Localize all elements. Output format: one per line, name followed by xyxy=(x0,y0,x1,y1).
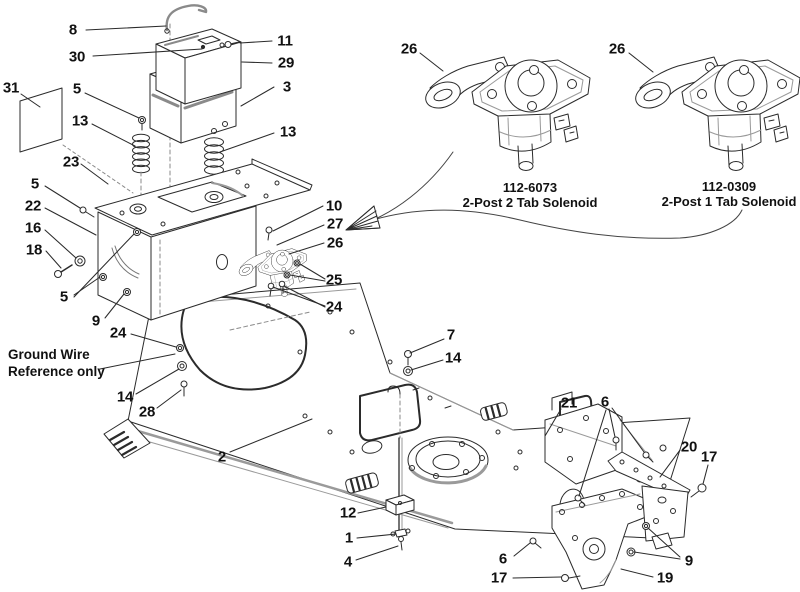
ground-wire-note-line2: Reference only xyxy=(8,364,105,379)
callout-21: 21 xyxy=(560,394,578,412)
callout-16: 16 xyxy=(24,219,42,237)
callout-5: 5 xyxy=(59,288,69,306)
solenoid-right-caption: 112-0309 2-Post 1 Tab Solenoid xyxy=(662,179,797,209)
callout-9: 9 xyxy=(91,312,101,330)
callout-5: 5 xyxy=(30,175,40,193)
rod-assembly xyxy=(385,385,415,551)
callout-8: 8 xyxy=(68,21,78,39)
callout-2: 2 xyxy=(217,448,227,466)
callout-31: 31 xyxy=(2,79,20,97)
solenoid-112-6073 xyxy=(421,56,591,171)
callout-30: 30 xyxy=(68,48,86,66)
callout-24: 24 xyxy=(325,298,343,316)
spring-left xyxy=(132,133,150,174)
callout-13: 13 xyxy=(71,112,89,130)
ground-wire-note: Ground Wire Reference only xyxy=(8,346,105,380)
callout-20: 20 xyxy=(680,438,698,456)
spring-right xyxy=(204,137,224,175)
mounted-solenoid xyxy=(234,226,312,303)
callout-22: 22 xyxy=(24,197,42,215)
callout-19: 19 xyxy=(656,569,674,587)
callout-17: 17 xyxy=(490,569,508,587)
callout-4: 4 xyxy=(343,553,353,571)
solenoid-left-part-number: 112-6073 xyxy=(502,180,558,195)
callout-5: 5 xyxy=(72,80,82,98)
callout-11: 11 xyxy=(277,32,293,50)
solenoid-right-description: 2-Post 1 Tab Solenoid xyxy=(661,194,797,209)
callout-24: 24 xyxy=(109,324,127,342)
ground-wire-note-line1: Ground Wire xyxy=(8,347,90,362)
callout-29: 29 xyxy=(277,54,295,72)
callout-10: 10 xyxy=(325,197,343,215)
front-bracket-assembly xyxy=(403,350,707,590)
callout-14: 14 xyxy=(444,349,462,367)
callout-12: 12 xyxy=(339,504,357,522)
battery-box-assembly xyxy=(19,4,313,397)
callout-7: 7 xyxy=(446,326,456,344)
callout-6: 6 xyxy=(600,393,610,411)
callout-13: 13 xyxy=(279,123,297,141)
callout-3: 3 xyxy=(282,78,292,96)
callout-17: 17 xyxy=(700,448,718,466)
solenoid-left-caption: 112-6073 2-Post 2 Tab Solenoid xyxy=(463,180,598,210)
frame-chassis xyxy=(103,282,691,539)
callout-26: 26 xyxy=(400,40,418,58)
callout-6: 6 xyxy=(498,550,508,568)
callout-26: 26 xyxy=(326,234,344,252)
callout-25: 25 xyxy=(325,271,343,289)
leader-lines xyxy=(20,25,709,579)
callout-27: 27 xyxy=(326,215,344,233)
solenoid-right-part-number: 112-0309 xyxy=(701,179,757,194)
callout-28: 28 xyxy=(138,403,156,421)
callout-26: 26 xyxy=(608,40,626,58)
callout-1: 1 xyxy=(344,529,354,547)
solenoid-112-0309 xyxy=(631,56,800,171)
callout-23: 23 xyxy=(62,153,80,171)
callout-9: 9 xyxy=(684,552,694,570)
solenoid-pointer-curves xyxy=(345,151,743,239)
callout-14: 14 xyxy=(116,388,134,406)
solenoid-left-description: 2-Post 2 Tab Solenoid xyxy=(462,195,598,210)
callout-18: 18 xyxy=(25,241,43,259)
